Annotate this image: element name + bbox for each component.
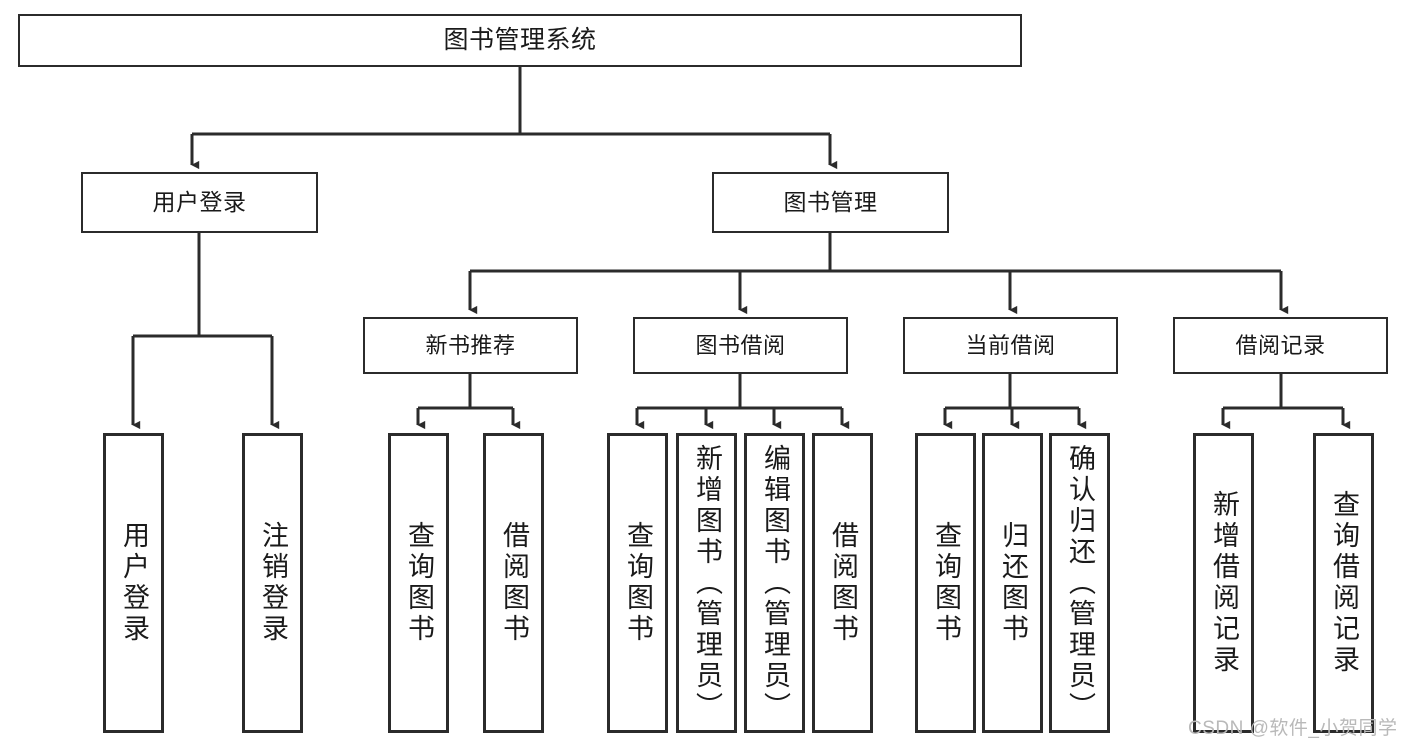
node-root-book-management-system[interactable]: 图书管理系统 [18, 14, 1022, 67]
node-label: 编辑图书（管理员） [760, 443, 790, 723]
node-label: 新增借阅记录 [1209, 490, 1239, 676]
node-label: 用户登录 [152, 189, 247, 216]
node-label: 新书推荐 [425, 332, 516, 358]
node-borrow-record[interactable]: 借阅记录 [1173, 317, 1388, 374]
node-label: 借阅图书 [499, 521, 529, 645]
leaf-book-add-admin[interactable]: 新增图书（管理员） [676, 433, 737, 733]
leaf-current-borrow-query[interactable]: 查询图书 [915, 433, 976, 733]
node-label: 注销登录 [258, 521, 288, 645]
node-label: 查询图书 [404, 521, 434, 645]
node-label: 用户登录 [119, 521, 149, 645]
leaf-confirm-return-admin[interactable]: 确认归还（管理员） [1049, 433, 1110, 733]
leaf-new-book-query[interactable]: 查询图书 [388, 433, 449, 733]
node-user-login[interactable]: 用户登录 [81, 172, 318, 233]
node-label: 图书借阅 [695, 332, 786, 358]
node-current-borrow[interactable]: 当前借阅 [903, 317, 1118, 374]
node-label: 当前借阅 [965, 332, 1056, 358]
node-label: 查询借阅记录 [1329, 490, 1359, 676]
leaf-user-login[interactable]: 用户登录 [103, 433, 164, 733]
leaf-book-edit-admin[interactable]: 编辑图书（管理员） [744, 433, 805, 733]
node-label: 借阅记录 [1235, 332, 1326, 358]
leaf-return-book[interactable]: 归还图书 [982, 433, 1043, 733]
node-book-management[interactable]: 图书管理 [712, 172, 949, 233]
node-book-borrow[interactable]: 图书借阅 [633, 317, 848, 374]
connector-lines [131, 67, 1351, 430]
node-label: 查询图书 [623, 521, 653, 645]
node-label: 新增图书（管理员） [692, 443, 722, 723]
leaf-user-logout[interactable]: 注销登录 [242, 433, 303, 733]
node-label: 查询图书 [931, 521, 961, 645]
node-label: 图书管理 [783, 189, 878, 216]
leaf-book-borrow-action[interactable]: 借阅图书 [812, 433, 873, 733]
node-label: 归还图书 [998, 521, 1028, 645]
leaf-new-book-borrow[interactable]: 借阅图书 [483, 433, 544, 733]
node-label: 确认归还（管理员） [1065, 443, 1095, 723]
leaf-query-borrow-record[interactable]: 查询借阅记录 [1313, 433, 1374, 733]
node-label: 图书管理系统 [443, 26, 597, 54]
node-label: 借阅图书 [828, 521, 858, 645]
node-new-book-recommend[interactable]: 新书推荐 [363, 317, 578, 374]
leaf-book-borrow-query[interactable]: 查询图书 [607, 433, 668, 733]
csdn-watermark: CSDN @软件_小贺同学 [1188, 718, 1398, 739]
leaf-add-borrow-record[interactable]: 新增借阅记录 [1193, 433, 1254, 733]
